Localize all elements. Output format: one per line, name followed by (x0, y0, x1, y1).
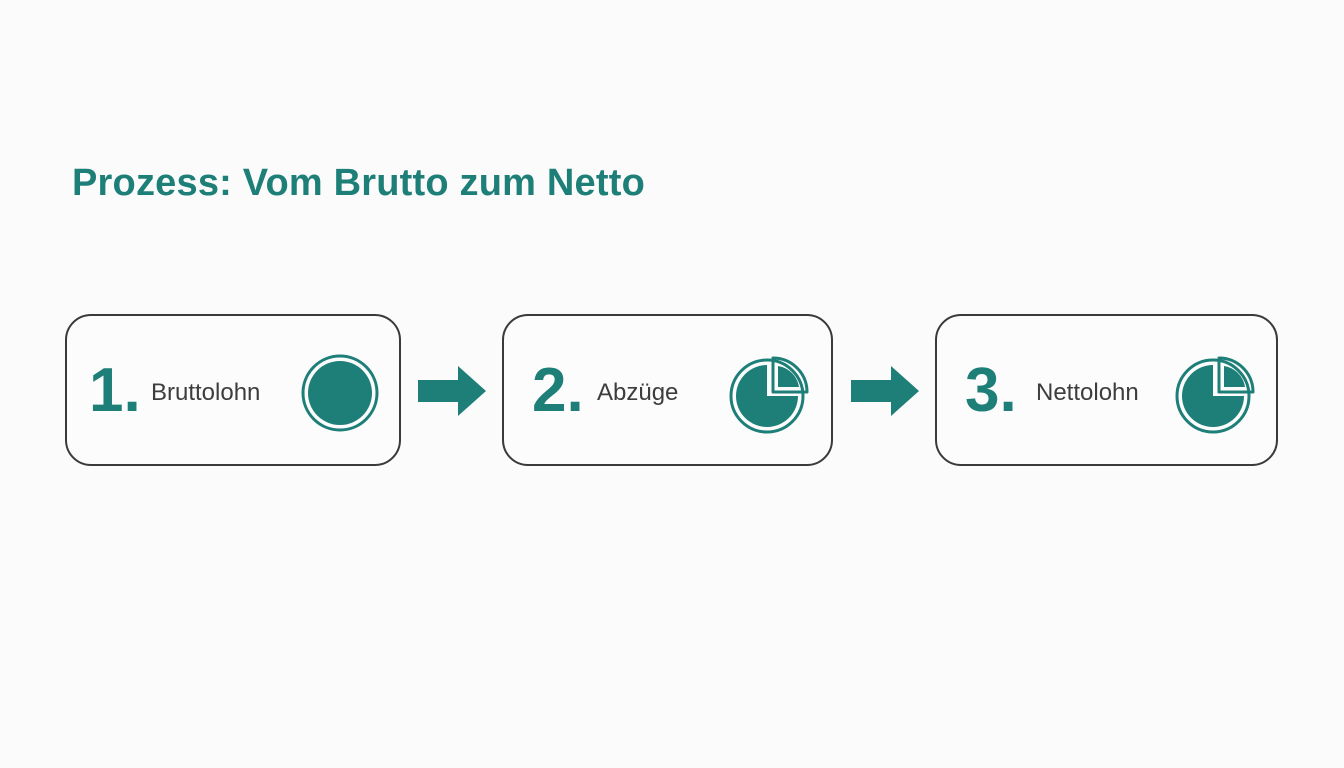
pie-slice-removed-icon (1175, 356, 1255, 434)
pie-slice-removed-icon (729, 356, 809, 434)
arrow-right-icon (418, 366, 486, 416)
step-box-abzuege: 2. Abzüge (502, 314, 833, 466)
step-label: Nettolohn (1036, 379, 1139, 406)
step-number: 3. (965, 356, 1017, 425)
step-box-bruttolohn: 1. Bruttolohn (65, 314, 401, 466)
step-label: Bruttolohn (151, 379, 261, 406)
step-box-nettolohn: 3. Nettolohn (935, 314, 1278, 466)
step-number: 2. (532, 356, 584, 425)
arrow-right-icon (851, 366, 919, 416)
page-title: Prozess: Vom Brutto zum Netto (72, 162, 646, 204)
step-label: Abzüge (597, 379, 679, 406)
full-circle-icon (301, 354, 379, 432)
step-number: 1. (89, 356, 141, 425)
